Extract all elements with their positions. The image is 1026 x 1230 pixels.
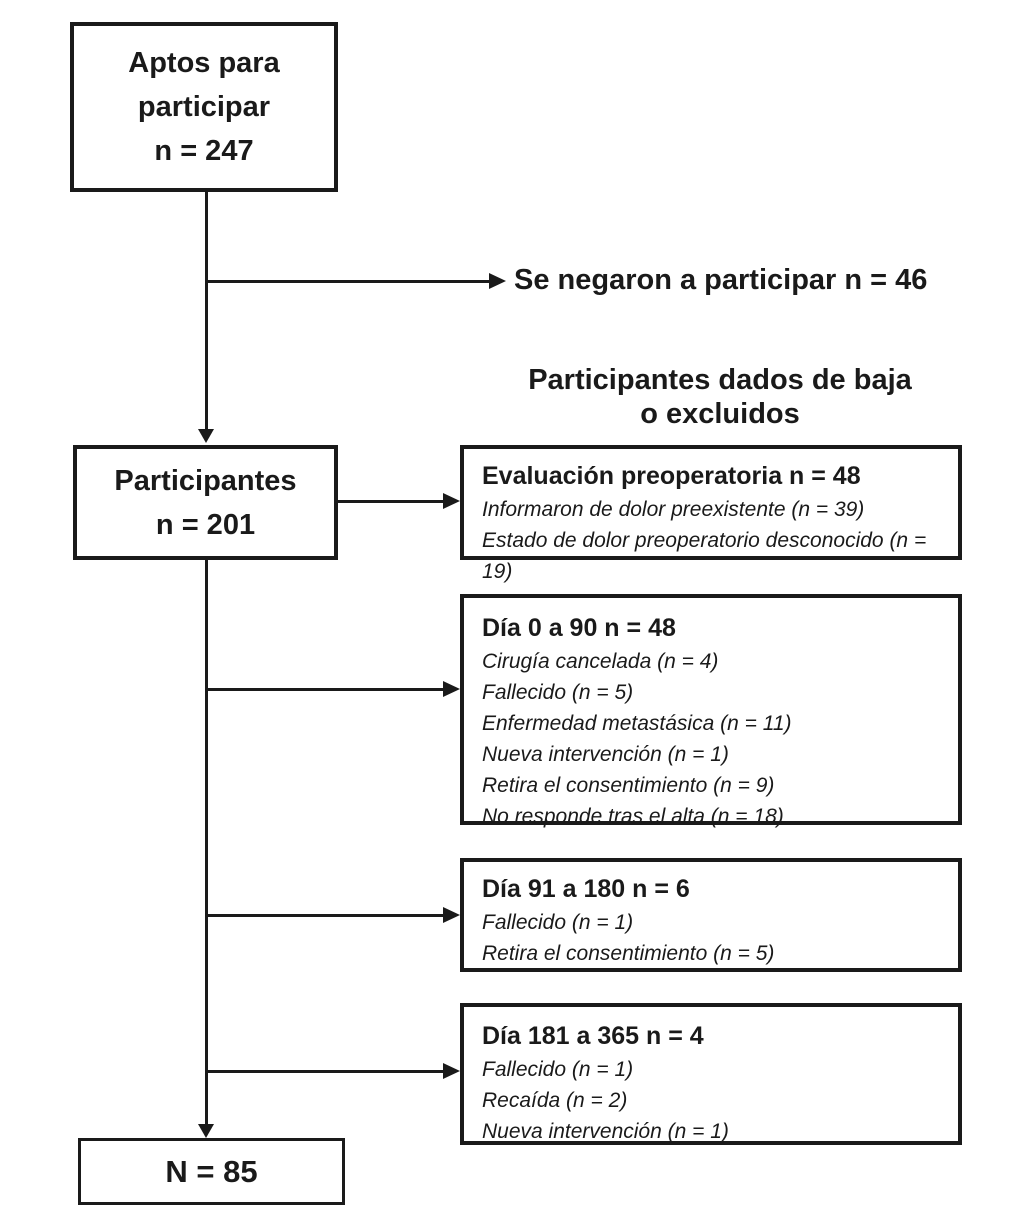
withdrawn-header: Participantes dados de baja o excluidos [480,363,960,431]
connector-preop [338,500,444,503]
preop-title: Evaluación preoperatoria n = 48 [482,462,861,490]
day0-90-item: Fallecido (n = 5) [482,681,634,704]
arrowhead-right-day181-365 [443,1063,460,1079]
connector-day0-90 [207,688,444,691]
withdrawn-header-line2: o excluidos [640,398,800,430]
participants-label: Participantes [114,464,297,497]
day181-365-item: Fallecido (n = 1) [482,1058,634,1081]
preop-item: Estado de dolor preoperatorio desconocid… [482,529,927,583]
day91-180-item: Retira el consentimiento (n = 5) [482,942,775,965]
exclusion-box-day0-90: Día 0 a 90 n = 48 Cirugía cancelada (n =… [460,594,962,828]
day0-90-item: Cirugía cancelada (n = 4) [482,650,719,673]
flow-box-participants: Participantes n = 201 [73,445,338,560]
flow-box-final: N = 85 [78,1138,345,1205]
exclusion-box-day181-365: Día 181 a 365 n = 4 Fallecido (n = 1) Re… [460,1003,962,1145]
day0-90-item: Enfermedad metastásica (n = 11) [482,712,792,735]
eligible-count: n = 247 [154,135,254,167]
day0-90-title: Día 0 a 90 n = 48 [482,614,676,642]
exclusion-box-preop: Evaluación preoperatoria n = 48 Informar… [460,445,962,583]
connector-participants-to-final [205,560,208,1125]
preop-item: Informaron de dolor preexistente (n = 39… [482,498,865,521]
arrowhead-right-day0-90 [443,681,460,697]
day91-180-item: Fallecido (n = 1) [482,911,634,934]
day181-365-title: Día 181 a 365 n = 4 [482,1022,704,1050]
final-count: N = 85 [165,1153,258,1189]
day0-90-item: Nueva intervención (n = 1) [482,743,729,766]
connector-refused [207,280,490,283]
arrowhead-right-preop [443,493,460,509]
refused-label: Se negaron a participar n = 46 [514,264,928,296]
eligible-label-line2: participar [137,91,271,123]
day0-90-item: Retira el consentimiento (n = 9) [482,774,775,797]
arrowhead-down-final [198,1124,214,1138]
day0-90-item: No responde tras el alta (n = 18) [482,805,784,828]
arrowhead-down-participants [198,429,214,443]
exclusion-box-day91-180: Día 91 a 180 n = 6 Fallecido (n = 1) Ret… [460,858,962,972]
arrowhead-right-refused [489,273,506,289]
eligible-label-line1: Aptos para [128,47,280,79]
connector-day91-180 [207,914,444,917]
flow-box-eligible: Aptos para participar n = 247 [70,22,338,192]
connector-day181-365 [207,1070,444,1073]
withdrawn-header-line1: Participantes dados de baja [528,364,912,396]
arrowhead-right-day91-180 [443,907,460,923]
day181-365-item: Recaída (n = 2) [482,1089,628,1112]
participants-count: n = 201 [155,508,256,541]
day91-180-title: Día 91 a 180 n = 6 [482,875,690,903]
connector-eligible-to-participants [205,192,208,430]
day181-365-item: Nueva intervención (n = 1) [482,1120,729,1143]
